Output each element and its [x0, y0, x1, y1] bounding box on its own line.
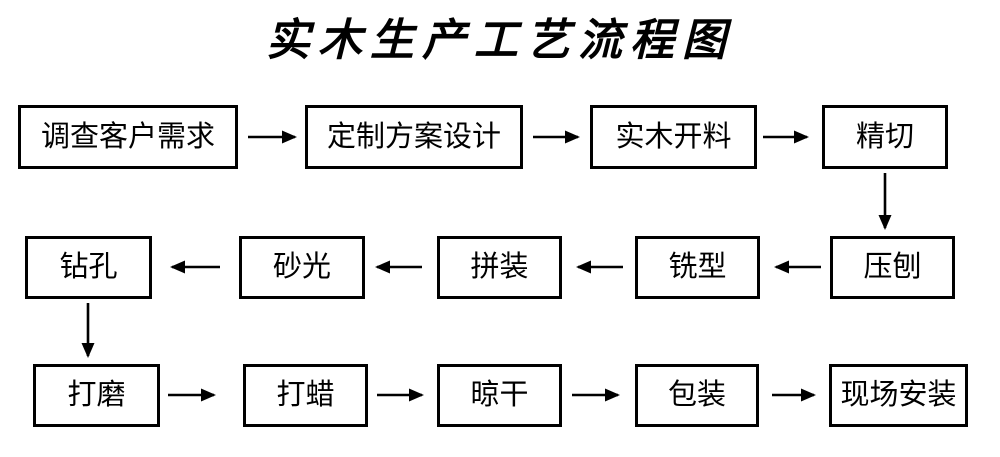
- step-box-packing: 包装: [635, 364, 759, 427]
- step-box-milling: 铣型: [635, 236, 760, 299]
- diagram-title: 实木生产工艺流程图: [266, 15, 734, 66]
- step-box-custom-plan-design: 定制方案设计: [305, 105, 523, 169]
- step-box-drilling: 钻孔: [25, 236, 152, 299]
- step-box-fine-cut: 精切: [822, 105, 948, 169]
- step-box-planing: 压刨: [830, 236, 955, 299]
- step-box-onsite-installation: 现场安装: [829, 364, 968, 427]
- step-box-assembly: 拼装: [437, 236, 562, 299]
- step-box-sanding: 砂光: [239, 236, 365, 299]
- step-box-solid-wood-cutting: 实木开料: [590, 105, 757, 169]
- step-box-polishing: 打磨: [33, 364, 160, 427]
- step-box-survey-customer-needs: 调查客户需求: [18, 105, 238, 169]
- step-box-waxing: 打蜡: [243, 364, 368, 427]
- step-box-drying: 晾干: [437, 364, 562, 427]
